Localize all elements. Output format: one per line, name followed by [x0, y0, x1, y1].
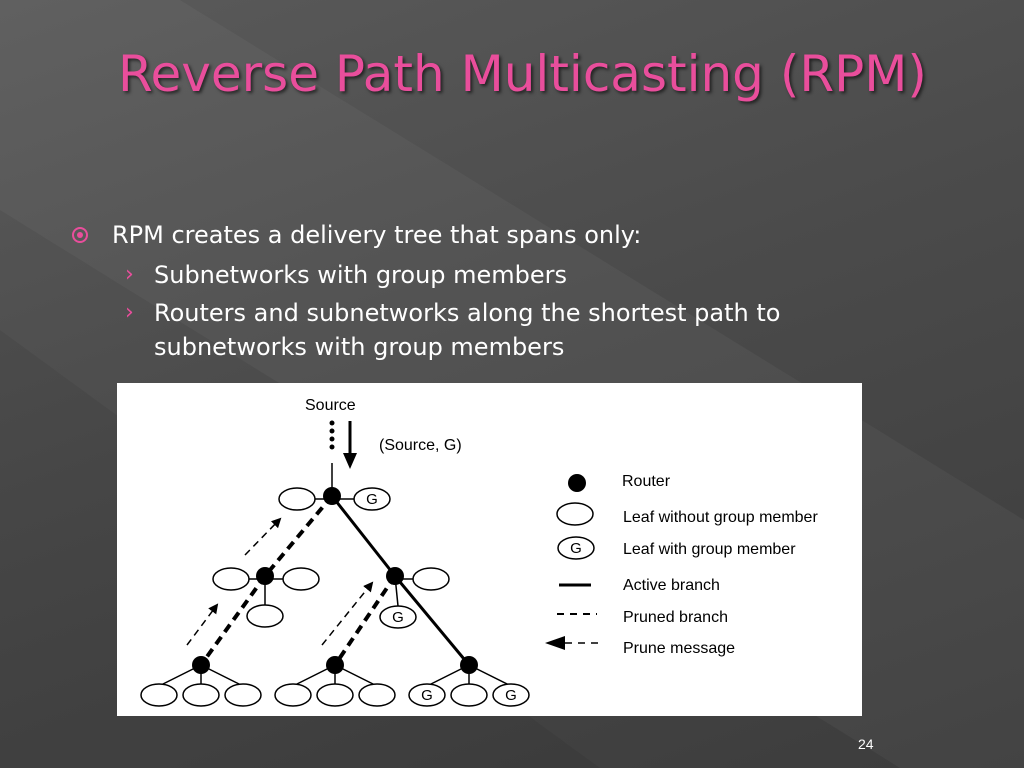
- leaf-node: [224, 683, 262, 707]
- sub-bullet-2-text: Routers and subnetworks along the shorte…: [154, 299, 781, 361]
- leaf-node-group: [408, 683, 446, 707]
- bullet-main-text: RPM creates a delivery tree that spans o…: [112, 221, 642, 249]
- sub-bullet-2: › Routers and subnetworks along the shor…: [70, 296, 930, 364]
- group-label: G: [392, 609, 404, 626]
- group-label: G: [505, 687, 517, 704]
- legend-leaf-icon: [556, 502, 594, 526]
- leaf-node: [274, 683, 312, 707]
- prune-message-2: [244, 517, 282, 556]
- rpm-diagram: Source (Source, G) G: [117, 383, 862, 716]
- router-node: [386, 567, 404, 585]
- rpm-diagram-svg: Source (Source, G) G: [140, 397, 818, 707]
- router-node: [192, 656, 210, 674]
- legend-leaf-with-label: Leaf with group member: [623, 541, 796, 558]
- leaf-node: [412, 567, 450, 591]
- pruned-branch-left-bottom: [199, 574, 267, 667]
- source-label: Source: [305, 397, 356, 414]
- legend-router-icon: [568, 474, 586, 492]
- legend-prune-arrow-head: [545, 636, 565, 650]
- legend-leaf-group-icon: [557, 536, 595, 560]
- bullet-list: RPM creates a delivery tree that spans o…: [70, 218, 930, 364]
- leaf-node: [182, 683, 220, 707]
- slide-title: Reverse Path Multicasting (RPM): [118, 45, 927, 103]
- page-number: 24: [858, 736, 874, 752]
- flow-arrow-head: [343, 453, 357, 469]
- legend-pruned-label: Pruned branch: [623, 609, 728, 626]
- chevron-right-icon: ›: [125, 300, 134, 325]
- leaf-node: [246, 604, 284, 628]
- sub-bullet-1-text: Subnetworks with group members: [154, 261, 568, 289]
- legend-router-label: Router: [622, 473, 671, 490]
- prune-message-1: [186, 603, 219, 646]
- router-node: [460, 656, 478, 674]
- legend-leaf-without-label: Leaf without group member: [623, 509, 818, 526]
- active-branch-root-mid: [330, 495, 397, 577]
- leaf-node: [450, 683, 488, 707]
- legend: Router Leaf without group member G Leaf …: [545, 473, 818, 657]
- leaf-node: [358, 683, 396, 707]
- leaf-node: [278, 487, 316, 511]
- active-branch-mid-right: [393, 575, 471, 666]
- router-node: [256, 567, 274, 585]
- leaf-node: [212, 567, 250, 591]
- prune-message-3: [321, 581, 374, 646]
- bullet-main: RPM creates a delivery tree that spans o…: [70, 218, 930, 252]
- leaf-node: [282, 567, 320, 591]
- leaf-node: [316, 683, 354, 707]
- flow-label: (Source, G): [379, 437, 462, 454]
- group-label: G: [421, 687, 433, 704]
- legend-active-label: Active branch: [623, 577, 720, 594]
- leaf-node-group: [492, 683, 530, 707]
- sub-bullet-1: › Subnetworks with group members: [70, 258, 930, 292]
- pruned-branch-root-left: [263, 494, 334, 578]
- circle-bullet-icon: [72, 227, 88, 243]
- pruned-branch-mid-center: [333, 574, 397, 667]
- router-node: [326, 656, 344, 674]
- legend-prune-label: Prune message: [623, 640, 735, 657]
- source-dots: [329, 420, 335, 450]
- legend-group-label: G: [570, 540, 582, 557]
- chevron-right-icon: ›: [125, 262, 134, 287]
- router-node: [323, 487, 341, 505]
- leaf-node: [140, 683, 178, 707]
- group-label: G: [366, 491, 378, 508]
